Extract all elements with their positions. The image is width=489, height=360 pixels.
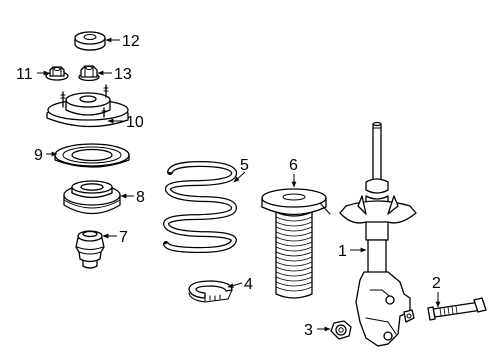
- callout-10: 10: [126, 114, 144, 131]
- bolt-2: [427, 297, 487, 321]
- callout-8: 8: [136, 189, 145, 206]
- bump-stop-7: [75, 230, 105, 269]
- spring-seat-8: [63, 180, 121, 215]
- leader-4: [227, 282, 243, 288]
- dust-boot-6: [261, 188, 331, 299]
- callout-2: 2: [432, 275, 441, 292]
- leader-lines: [37, 37, 441, 332]
- callout-9: 9: [34, 147, 43, 164]
- strut-assembly-1: [339, 121, 417, 347]
- callout-6: 6: [289, 157, 298, 174]
- nut-13: [78, 65, 100, 82]
- callout-13: 13: [114, 66, 132, 83]
- leader-5: [233, 171, 246, 183]
- upper-mount-cap-12: [74, 31, 106, 51]
- nut-3: [330, 320, 352, 340]
- callout-1: 1: [338, 243, 347, 260]
- callout-12: 12: [122, 33, 140, 50]
- coil-spring-5: [163, 161, 238, 253]
- callout-11: 11: [16, 66, 33, 83]
- callout-4: 4: [244, 276, 253, 293]
- callout-labels: 1 2 3 4 5 6 7 8 9 10 11 12 13: [16, 33, 441, 339]
- strut-mount-10: [46, 84, 129, 128]
- callout-3: 3: [304, 322, 313, 339]
- bearing-ring-9: [54, 143, 130, 168]
- spring-insulator-4: [188, 280, 233, 303]
- callout-5: 5: [240, 157, 249, 174]
- flange-nut-11: [45, 66, 69, 81]
- callout-7: 7: [119, 229, 128, 246]
